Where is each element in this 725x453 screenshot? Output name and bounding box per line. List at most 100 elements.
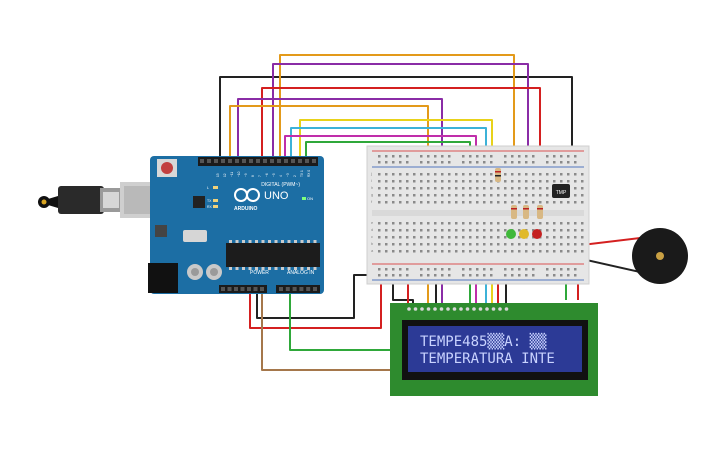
- header-pin[interactable]: [207, 159, 211, 163]
- breadboard-hole[interactable]: [574, 274, 577, 277]
- header-pin[interactable]: [263, 159, 267, 163]
- breadboard-hole[interactable]: [434, 180, 437, 183]
- breadboard-hole[interactable]: [504, 222, 507, 225]
- breadboard-hole[interactable]: [560, 236, 563, 239]
- breadboard-hole[interactable]: [553, 274, 556, 277]
- breadboard-hole[interactable]: [420, 187, 423, 190]
- breadboard-hole[interactable]: [385, 173, 388, 176]
- breadboard-hole[interactable]: [497, 187, 500, 190]
- breadboard-hole[interactable]: [392, 243, 395, 246]
- breadboard-hole[interactable]: [441, 243, 444, 246]
- breadboard-hole[interactable]: [399, 236, 402, 239]
- breadboard-hole[interactable]: [448, 201, 451, 204]
- breadboard-hole[interactable]: [532, 180, 535, 183]
- breadboard-hole[interactable]: [539, 243, 542, 246]
- breadboard-hole[interactable]: [546, 222, 549, 225]
- breadboard-hole[interactable]: [490, 222, 493, 225]
- breadboard-hole[interactable]: [378, 236, 381, 239]
- breadboard-hole[interactable]: [420, 173, 423, 176]
- breadboard-hole[interactable]: [539, 222, 542, 225]
- header-pin[interactable]: [270, 159, 274, 163]
- breadboard-hole[interactable]: [392, 173, 395, 176]
- breadboard-hole[interactable]: [546, 268, 549, 271]
- breadboard-hole[interactable]: [448, 187, 451, 190]
- breadboard-hole[interactable]: [399, 222, 402, 225]
- breadboard-hole[interactable]: [483, 229, 486, 232]
- breadboard-hole[interactable]: [532, 201, 535, 204]
- breadboard-hole[interactable]: [385, 274, 388, 277]
- lcd-pin[interactable]: [472, 307, 476, 311]
- breadboard-hole[interactable]: [406, 194, 409, 197]
- breadboard-hole[interactable]: [385, 222, 388, 225]
- breadboard-hole[interactable]: [504, 229, 507, 232]
- breadboard-hole[interactable]: [427, 155, 430, 158]
- breadboard-hole[interactable]: [532, 187, 535, 190]
- breadboard-hole[interactable]: [448, 173, 451, 176]
- header-pin[interactable]: [291, 159, 295, 163]
- breadboard-hole[interactable]: [413, 187, 416, 190]
- breadboard-hole[interactable]: [497, 250, 500, 253]
- lcd-pin[interactable]: [420, 307, 424, 311]
- breadboard-hole[interactable]: [560, 161, 563, 164]
- breadboard-hole[interactable]: [378, 194, 381, 197]
- breadboard-hole[interactable]: [525, 243, 528, 246]
- header-pin[interactable]: [312, 159, 316, 163]
- breadboard-hole[interactable]: [406, 229, 409, 232]
- breadboard-hole[interactable]: [546, 173, 549, 176]
- breadboard-hole[interactable]: [553, 243, 556, 246]
- breadboard-hole[interactable]: [441, 201, 444, 204]
- lcd-pin[interactable]: [426, 307, 431, 311]
- breadboard-hole[interactable]: [385, 229, 388, 232]
- breadboard-hole[interactable]: [413, 229, 416, 232]
- breadboard-hole[interactable]: [469, 201, 472, 204]
- wire-magenta[interactable]: [284, 135, 477, 160]
- breadboard-hole[interactable]: [546, 250, 549, 253]
- breadboard-hole[interactable]: [455, 229, 458, 232]
- breadboard-hole[interactable]: [483, 222, 486, 225]
- breadboard-hole[interactable]: [448, 155, 451, 158]
- breadboard-hole[interactable]: [490, 243, 493, 246]
- lcd-pin[interactable]: [433, 307, 437, 311]
- breadboard-hole[interactable]: [574, 201, 577, 204]
- breadboard-hole[interactable]: [525, 222, 528, 225]
- breadboard-hole[interactable]: [483, 250, 486, 253]
- breadboard-hole[interactable]: [476, 236, 479, 239]
- breadboard-hole[interactable]: [483, 268, 486, 271]
- breadboard-hole[interactable]: [581, 194, 584, 197]
- breadboard-hole[interactable]: [518, 201, 521, 204]
- breadboard-hole[interactable]: [455, 243, 458, 246]
- breadboard-hole[interactable]: [455, 201, 458, 204]
- breadboard-hole[interactable]: [392, 187, 395, 190]
- breadboard-hole[interactable]: [462, 194, 465, 197]
- breadboard-hole[interactable]: [420, 229, 423, 232]
- breadboard-hole[interactable]: [532, 155, 535, 158]
- breadboard-hole[interactable]: [441, 274, 444, 277]
- breadboard-hole[interactable]: [525, 250, 528, 253]
- wire-red-top[interactable]: [261, 87, 541, 160]
- breadboard-hole[interactable]: [546, 243, 549, 246]
- breadboard-hole[interactable]: [378, 274, 381, 277]
- header-pin[interactable]: [284, 159, 288, 163]
- breadboard-hole[interactable]: [504, 243, 507, 246]
- breadboard-hole[interactable]: [553, 155, 556, 158]
- breadboard-hole[interactable]: [490, 194, 493, 197]
- breadboard-hole[interactable]: [560, 243, 563, 246]
- breadboard-hole[interactable]: [483, 194, 486, 197]
- breadboard-hole[interactable]: [539, 250, 542, 253]
- breadboard-hole[interactable]: [539, 180, 542, 183]
- breadboard-hole[interactable]: [434, 250, 437, 253]
- breadboard-hole[interactable]: [469, 222, 472, 225]
- breadboard-hole[interactable]: [406, 274, 409, 277]
- header-pin[interactable]: [313, 287, 317, 291]
- lcd-pin[interactable]: [459, 307, 463, 311]
- breadboard-hole[interactable]: [525, 187, 528, 190]
- breadboard-hole[interactable]: [469, 268, 472, 271]
- breadboard-hole[interactable]: [546, 229, 549, 232]
- breadboard-hole[interactable]: [511, 194, 514, 197]
- breadboard-hole[interactable]: [476, 201, 479, 204]
- header-pin[interactable]: [247, 287, 251, 291]
- breadboard-hole[interactable]: [448, 243, 451, 246]
- breadboard-hole[interactable]: [420, 201, 423, 204]
- resistor-icon[interactable]: [523, 205, 529, 219]
